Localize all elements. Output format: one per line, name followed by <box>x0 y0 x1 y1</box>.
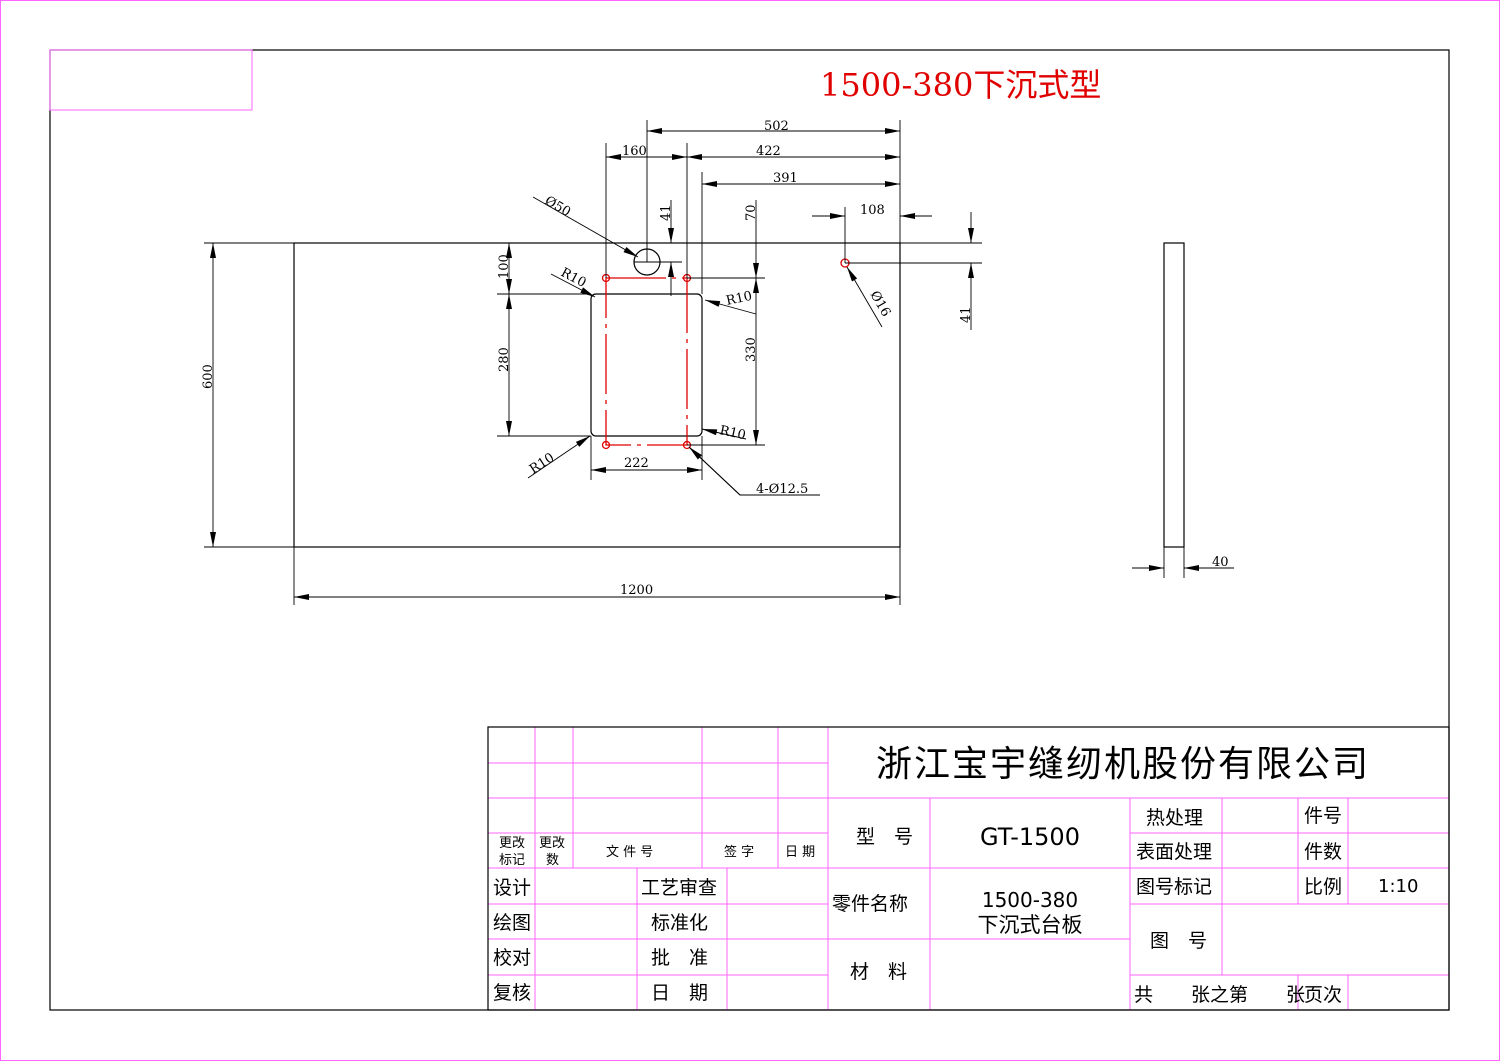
sheets-label: 共 张之第 张 <box>1134 984 1305 1006</box>
dim-160: 160 <box>622 144 647 159</box>
radius-label: R10 <box>527 450 557 477</box>
design-label: 设计 <box>493 877 531 899</box>
company-name: 浙江宝宇缝纫机股份有限公司 <box>876 744 1370 785</box>
standardization-label: 标准化 <box>651 912 708 934</box>
quantity-label: 件数 <box>1304 841 1342 863</box>
review-label: 复核 <box>493 982 531 1004</box>
dim-70: 70 <box>744 204 759 221</box>
dim-phi50: Ø50 <box>542 193 573 220</box>
scale-value: 1:10 <box>1378 876 1418 897</box>
dim-phi16: Ø16 <box>867 289 894 320</box>
dim-41-right: 41 <box>959 306 974 323</box>
title-block: 浙江宝宇缝纫机股份有限公司 更改 标记 更改 数 文 件 号 签 字 日 期 设… <box>487 726 1450 1011</box>
process-review-label: 工艺审查 <box>641 877 717 899</box>
drawing-no-mark-label: 图号标记 <box>1136 876 1212 898</box>
date-label: 日 期 <box>651 982 708 1004</box>
corner-box <box>49 49 253 111</box>
model-value: GT-1500 <box>980 823 1080 851</box>
date-header-label: 日 期 <box>785 845 815 860</box>
scale-label: 比例 <box>1304 876 1342 898</box>
doc-no-label: 文 件 号 <box>606 845 653 860</box>
dim-422: 422 <box>756 144 781 159</box>
rev-mark-label: 标记 <box>499 853 525 868</box>
part-name-label: 零件名称 <box>832 893 908 915</box>
dim-330: 330 <box>744 337 759 362</box>
dim-391: 391 <box>773 171 798 186</box>
dim-502: 502 <box>764 119 789 134</box>
sink-cutout <box>590 293 703 437</box>
radius-label: R10 <box>558 265 588 291</box>
dim-100: 100 <box>497 254 512 279</box>
drawing-frame <box>49 49 1450 1011</box>
dim-222: 222 <box>624 456 649 471</box>
part-name-value: 1500-380 <box>982 888 1078 912</box>
plate-side-view <box>1132 242 1234 578</box>
surface-treatment-label: 表面处理 <box>1136 841 1212 863</box>
radius-label: R10 <box>718 423 747 443</box>
model-label: 型 号 <box>856 826 913 848</box>
dim-holes: 4-Ø12.5 <box>756 482 808 497</box>
rev-mark-label: 更改 <box>499 836 525 851</box>
hole-pattern-centerline <box>605 277 688 446</box>
approve-label: 批 准 <box>651 947 708 969</box>
dim-280: 280 <box>497 347 512 372</box>
dim-108: 108 <box>860 203 885 218</box>
mount-hole <box>601 440 611 450</box>
dim-1200: 1200 <box>620 583 653 598</box>
dimension-labels: 502 160 422 391 108 222 1200 40 4-Ø12.5 … <box>201 119 1229 598</box>
check-label: 校对 <box>493 947 531 969</box>
heat-treatment-label: 热处理 <box>1146 807 1203 829</box>
drawing-label: 绘图 <box>493 912 531 934</box>
dim-41-left: 41 <box>659 204 674 221</box>
rev-count-label: 更改 <box>539 836 565 851</box>
part-no-label: 件号 <box>1304 805 1342 827</box>
rev-count-label: 数 <box>546 853 559 868</box>
dimension-lines <box>204 120 982 605</box>
drawing-no-label: 图 号 <box>1150 930 1207 952</box>
dim-40: 40 <box>1212 555 1229 570</box>
dim-600: 600 <box>201 364 216 389</box>
page-label: 页次 <box>1304 984 1342 1006</box>
radius-label: R10 <box>725 289 754 309</box>
plate-top-view <box>204 242 982 548</box>
drawing-title: 1500-380下沉式型 <box>820 66 1101 104</box>
signature-label: 签 字 <box>724 844 754 860</box>
part-name-value: 下沉式台板 <box>978 913 1083 937</box>
material-label: 材 料 <box>850 961 907 983</box>
